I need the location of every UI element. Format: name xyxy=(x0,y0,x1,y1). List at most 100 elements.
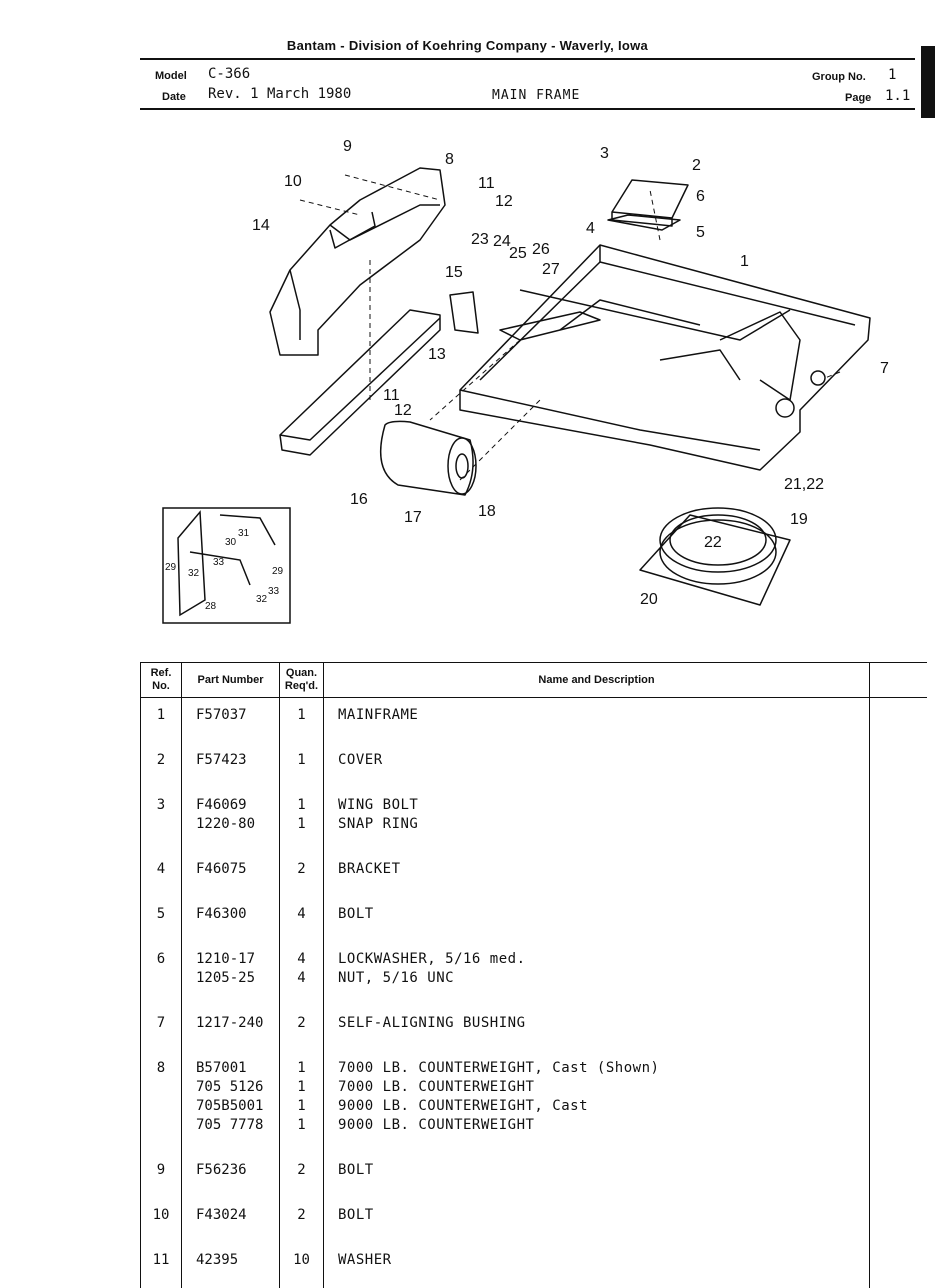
quantity-cell: 1 xyxy=(280,698,324,726)
spacer-cell xyxy=(870,725,927,743)
quantity-cell: 4 xyxy=(280,942,324,969)
callout-33a: 33 xyxy=(213,557,225,568)
spacer-cell xyxy=(870,988,927,1006)
table-header-row: Ref. No. Part Number Quan. Req'd. Name a… xyxy=(141,663,927,698)
callout-11: 11 xyxy=(478,175,495,192)
row-spacer xyxy=(141,725,927,743)
quantity-cell: 4 xyxy=(280,897,324,924)
ref-cell xyxy=(141,1097,182,1116)
callout-13: 13 xyxy=(428,346,446,363)
ref-cell: 5 xyxy=(141,897,182,924)
spacer-cell xyxy=(870,924,927,942)
spacer-cell xyxy=(280,1270,324,1288)
part-number-cell: 1220-80 xyxy=(182,815,280,834)
row-spacer xyxy=(141,1225,927,1243)
spacer-cell xyxy=(324,834,870,852)
header-quantity: Quan. Req'd. xyxy=(280,663,324,698)
quantity-cell: 1 xyxy=(280,815,324,834)
spacer-cell xyxy=(324,879,870,897)
part-number-cell: 1217-240 xyxy=(182,1006,280,1033)
spacer-cell xyxy=(280,988,324,1006)
blank-cell xyxy=(870,815,927,834)
blank-cell xyxy=(870,1078,927,1097)
part-number-cell: 1205-25 xyxy=(182,969,280,988)
callout-29b: 29 xyxy=(272,566,284,577)
quantity-cell: 4 xyxy=(280,969,324,988)
ref-cell: 4 xyxy=(141,852,182,879)
header-ref: Ref. No. xyxy=(141,663,182,698)
ref-cell xyxy=(141,1078,182,1097)
description-cell: SELF-ALIGNING BUSHING xyxy=(324,1006,870,1033)
callout-7: 7 xyxy=(880,360,889,377)
ref-cell: 2 xyxy=(141,743,182,770)
callout-16: 16 xyxy=(350,491,368,508)
ref-cell: 1 xyxy=(141,698,182,726)
blank-cell xyxy=(870,969,927,988)
callout-10: 10 xyxy=(284,173,302,190)
header-part-number: Part Number xyxy=(182,663,280,698)
description-cell: MAINFRAME xyxy=(324,698,870,726)
spacer-cell xyxy=(324,1180,870,1198)
callout-8: 8 xyxy=(445,151,454,168)
spacer-cell xyxy=(280,879,324,897)
callout-32a: 32 xyxy=(188,568,200,579)
spacer-cell xyxy=(280,770,324,788)
blank-cell xyxy=(870,1097,927,1116)
callout-33b: 33 xyxy=(268,586,280,597)
quantity-cell: 1 xyxy=(280,788,324,815)
parts-table: Ref. No. Part Number Quan. Req'd. Name a… xyxy=(140,662,927,1288)
spacer-cell xyxy=(324,988,870,1006)
spacer-cell xyxy=(182,834,280,852)
description-cell: 7000 LB. COUNTERWEIGHT xyxy=(324,1078,870,1097)
spacer-cell xyxy=(141,1270,182,1288)
callout-5: 5 xyxy=(696,224,705,241)
fuel-tank-drawing xyxy=(381,421,476,495)
quantity-cell: 2 xyxy=(280,852,324,879)
spacer-cell xyxy=(141,1135,182,1153)
callout-12b: 12 xyxy=(394,402,412,419)
callout-6: 6 xyxy=(696,188,705,205)
weight-bar-drawing xyxy=(280,310,440,455)
callout-22: 22 xyxy=(704,534,722,551)
callout-27: 27 xyxy=(542,261,560,278)
callout-20: 20 xyxy=(640,591,658,608)
ref-cell xyxy=(141,815,182,834)
spacer-cell xyxy=(870,1270,927,1288)
spacer-cell xyxy=(182,1135,280,1153)
callout-29a: 29 xyxy=(165,562,177,573)
description-cell: WASHER xyxy=(324,1243,870,1270)
part-number-cell: 705 5126 xyxy=(182,1078,280,1097)
part-number-cell: F57423 xyxy=(182,743,280,770)
spacer-cell xyxy=(280,1135,324,1153)
callout-12: 12 xyxy=(495,193,513,210)
part-number-cell: 705B5001 xyxy=(182,1097,280,1116)
part-number-cell: B57001 xyxy=(182,1051,280,1078)
part-number-cell: F46300 xyxy=(182,897,280,924)
callout-28: 28 xyxy=(205,601,217,612)
inset-diagram xyxy=(163,508,290,623)
description-cell: 7000 LB. COUNTERWEIGHT, Cast (Shown) xyxy=(324,1051,870,1078)
spacer-cell xyxy=(182,1033,280,1051)
spacer-cell xyxy=(324,1135,870,1153)
header-blank xyxy=(870,663,927,698)
spacer-cell xyxy=(870,879,927,897)
spacer-cell xyxy=(182,988,280,1006)
spacer-cell xyxy=(870,1033,927,1051)
spacer-cell xyxy=(870,1180,927,1198)
ref-cell: 3 xyxy=(141,788,182,815)
description-cell: BRACKET xyxy=(324,852,870,879)
description-cell: 9000 LB. COUNTERWEIGHT, Cast xyxy=(324,1097,870,1116)
blank-cell xyxy=(870,852,927,879)
quantity-cell: 1 xyxy=(280,1116,324,1135)
ref-cell: 6 xyxy=(141,942,182,969)
row-spacer xyxy=(141,1180,927,1198)
ref-cell: 8 xyxy=(141,1051,182,1078)
